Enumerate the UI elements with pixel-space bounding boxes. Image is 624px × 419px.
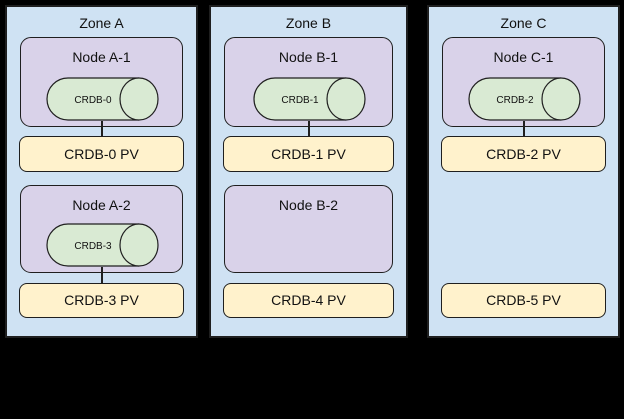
pv-crdb-3: CRDB-3 PV xyxy=(19,283,184,318)
node-a1: Node A-1 CRDB-0 xyxy=(20,37,183,127)
zone-a-label: Zone A xyxy=(79,15,124,31)
pod-body xyxy=(45,77,139,121)
node-c1-label: Node C-1 xyxy=(493,49,554,65)
pod-body xyxy=(252,77,346,121)
zone-b: Zone B Node B-1 CRDB-1 CRDB-1 PV Node B-… xyxy=(209,5,408,338)
node-a1-label: Node A-1 xyxy=(72,49,131,65)
node-c1: Node C-1 CRDB-2 xyxy=(442,37,605,127)
zone-c: Zone C Node C-1 CRDB-2 CRDB-2 PV CRDB-5 … xyxy=(427,5,620,338)
pv-crdb-1: CRDB-1 PV xyxy=(223,136,394,172)
pod-to-pv-connector xyxy=(307,121,310,137)
pod-cylinder-icon: CRDB-2 xyxy=(467,77,581,121)
pod-body xyxy=(45,223,139,267)
pod-a1-label: CRDB-0 xyxy=(74,95,112,106)
pod-cylinder-icon: CRDB-0 xyxy=(45,77,159,121)
pod-cap xyxy=(118,77,159,121)
pv-crdb-0: CRDB-0 PV xyxy=(19,136,184,172)
pod-cap xyxy=(118,223,159,267)
node-b2: Node B-2 xyxy=(224,185,393,273)
pod-c1-label: CRDB-2 xyxy=(496,95,534,106)
node-a2: Node A-2 CRDB-3 xyxy=(20,185,183,273)
node-b2-label: Node B-2 xyxy=(278,197,339,213)
pod-to-pv-connector xyxy=(522,121,525,137)
pod-to-pv-connector xyxy=(100,121,103,137)
pod-cap xyxy=(325,77,366,121)
pod-cylinder-icon: CRDB-3 xyxy=(45,223,159,267)
node-a2-label: Node A-2 xyxy=(72,197,131,213)
zone-b-label: Zone B xyxy=(285,15,332,31)
pv-crdb-5: CRDB-5 PV xyxy=(441,283,606,318)
zone-a: Zone A Node A-1 CRDB-0 CRDB-0 PV Node A-… xyxy=(5,5,198,338)
pod-cylinder-icon: CRDB-1 xyxy=(252,77,366,121)
pv-crdb-4: CRDB-4 PV xyxy=(223,283,394,318)
zone-c-label: Zone C xyxy=(500,15,547,31)
pod-a2-label: CRDB-3 xyxy=(74,241,112,252)
pod-body xyxy=(467,77,561,121)
node-b1: Node B-1 CRDB-1 xyxy=(224,37,393,127)
pv-crdb-2: CRDB-2 PV xyxy=(441,136,606,172)
pod-b1-label: CRDB-1 xyxy=(281,95,319,106)
pod-cap xyxy=(540,77,581,121)
node-b1-label: Node B-1 xyxy=(278,49,339,65)
pod-to-pv-connector xyxy=(100,267,103,284)
